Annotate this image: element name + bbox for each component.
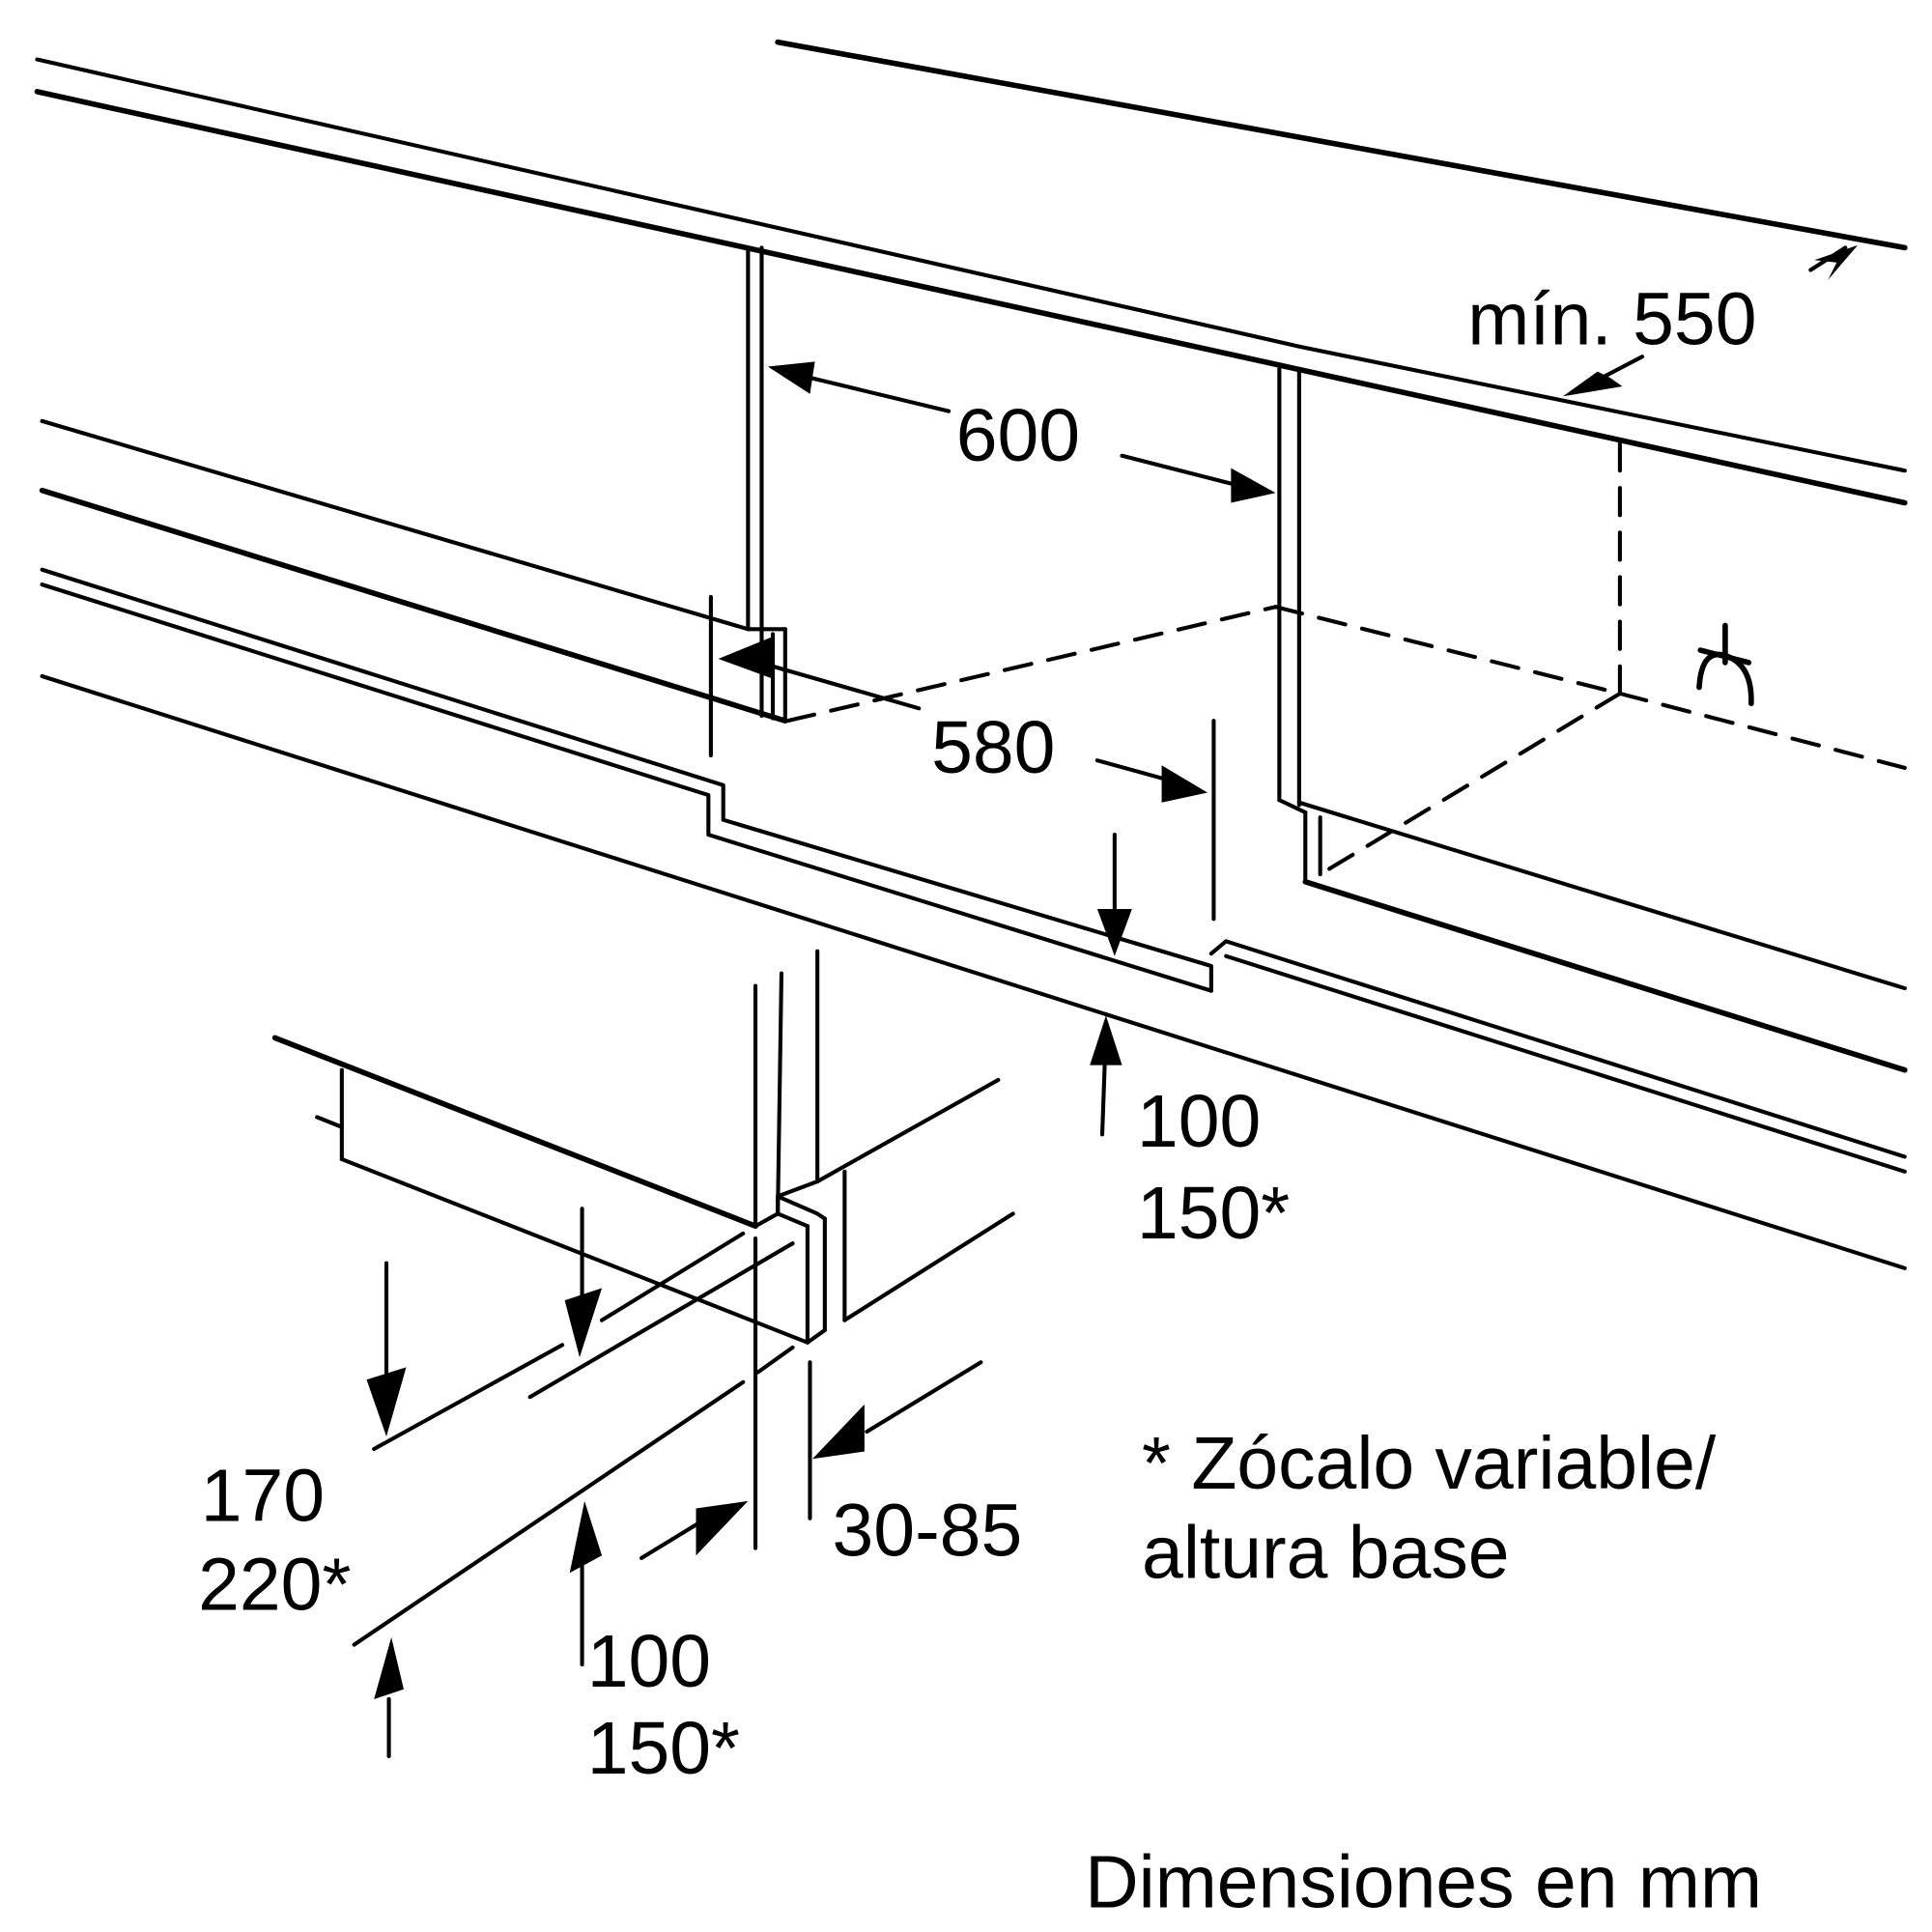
label-bottom-150: 150*	[587, 1707, 740, 1790]
dimension-600: 600	[767, 361, 1276, 503]
label-min-550: mín. 550	[1467, 277, 1756, 360]
floor-line	[40, 673, 1907, 1270]
label-220: 220*	[198, 1544, 351, 1627]
footnote-line-1: * Zócalo variable/	[1142, 1422, 1717, 1505]
dimension-min-550: mín. 550	[1467, 244, 1859, 397]
countertop	[34, 39, 1908, 506]
right-cabinet-base	[1296, 800, 1908, 1073]
countertop-edge-top-right	[1298, 344, 1907, 473]
label-600: 600	[956, 394, 1080, 477]
power-outlet-icon	[1696, 622, 1754, 707]
label-bottom-100: 100	[587, 1620, 711, 1703]
dimension-plinth-height: 170 220*	[198, 1207, 603, 1758]
wall-top-line	[775, 39, 1908, 251]
caption-dimensions-mm: Dimensiones en mm	[1085, 1840, 1762, 1923]
footnote-line-2: altura base	[1142, 1511, 1510, 1594]
left-cabinet-base	[39, 418, 1907, 1270]
dimension-bottom-plinth: 100 150*	[569, 1500, 740, 1790]
label-170: 170	[201, 1454, 325, 1537]
dimension-gap: 30-85	[639, 1404, 1023, 1572]
right-cabinet-panel	[1277, 367, 1322, 884]
dimension-top-plinth: 100 150*	[1090, 833, 1290, 1255]
label-top-100: 100	[1137, 1080, 1261, 1163]
countertop-edge-front	[34, 89, 1908, 506]
countertop-edge-top	[35, 57, 1303, 350]
label-30-85: 30-85	[833, 1489, 1023, 1572]
dimension-580: 580	[708, 594, 1216, 922]
label-580: 580	[931, 706, 1055, 789]
label-top-150: 150*	[1137, 1172, 1290, 1255]
niche-outline-dashed	[785, 440, 1907, 877]
plinth-detail	[271, 949, 1015, 1647]
